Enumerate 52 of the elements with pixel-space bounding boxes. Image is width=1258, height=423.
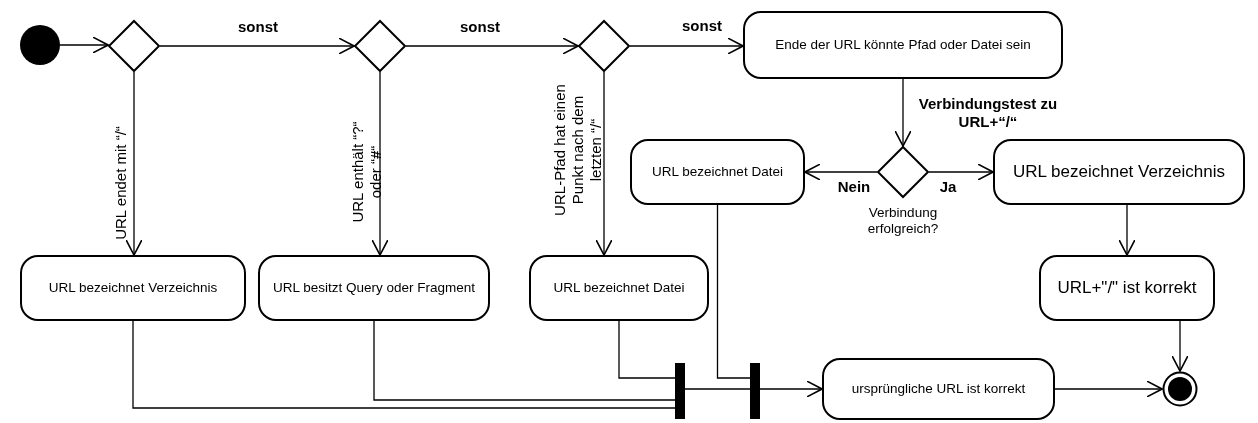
activity-label: URL+"/" ist korrekt [1056, 277, 1198, 299]
decision-diamond [354, 20, 406, 72]
arrow [595, 71, 613, 256]
sync-bar [750, 363, 760, 419]
arrow [125, 71, 143, 256]
activity-box [822, 358, 1055, 420]
arrow [159, 37, 355, 55]
activity-box [1039, 255, 1215, 321]
activity-box [993, 139, 1245, 205]
activity-box [743, 11, 1063, 79]
edge-label: URL endet mit “/“ [112, 125, 130, 242]
arrow [1171, 320, 1189, 372]
arrow [629, 37, 744, 55]
sync-bar [675, 363, 685, 419]
edge-label: Verbindungstest zu URL+“/“ [917, 95, 1059, 131]
arrow [928, 163, 994, 181]
activity-label: ursprüngliche URL ist korrekt [850, 380, 1027, 398]
activity-label: Ende der URL könnte Pfad oder Datei sein [774, 36, 1032, 54]
connector-line [373, 320, 676, 401]
edge-label: Nein [836, 178, 872, 196]
end-node [1162, 371, 1198, 407]
arrow [1118, 204, 1136, 256]
activity-label: URL bezeichnet Datei [552, 279, 686, 297]
edge-label: sonst [459, 18, 501, 36]
activity-box [20, 255, 246, 321]
decision-diamond [108, 20, 160, 72]
activity-box [630, 139, 805, 205]
edge-label: Ja [938, 178, 958, 196]
connector-line [684, 388, 751, 390]
arrow [804, 163, 878, 181]
decision-diamond [877, 146, 929, 198]
start-node [20, 25, 60, 65]
edge-label: URL-Pfad hat einen Punkt nach dem letzten “/“ [551, 83, 605, 218]
activity-label: URL bezeichnet Verzeichnis [47, 279, 219, 297]
connector-line [132, 320, 676, 409]
activity-label: URL bezeichnet Verzeichnis [1012, 161, 1226, 183]
activity-label: URL bezeichnet Datei [651, 163, 784, 181]
arrow [59, 36, 109, 54]
connector-line [716, 204, 751, 379]
arrow [371, 71, 389, 256]
connector-line [618, 320, 676, 379]
arrow [405, 37, 579, 55]
arrow [1054, 380, 1163, 398]
arrow [894, 78, 912, 147]
activity-box [258, 255, 490, 321]
edge-label: sonst [681, 17, 723, 35]
activity-label: URL besitzt Query oder Fragment [271, 279, 477, 297]
activity-box [529, 255, 709, 321]
edge-label: sonst [237, 18, 279, 36]
arrow [759, 380, 823, 398]
decision-caption: Verbindung erfolgreich? [866, 205, 940, 238]
decision-diamond [578, 20, 630, 72]
